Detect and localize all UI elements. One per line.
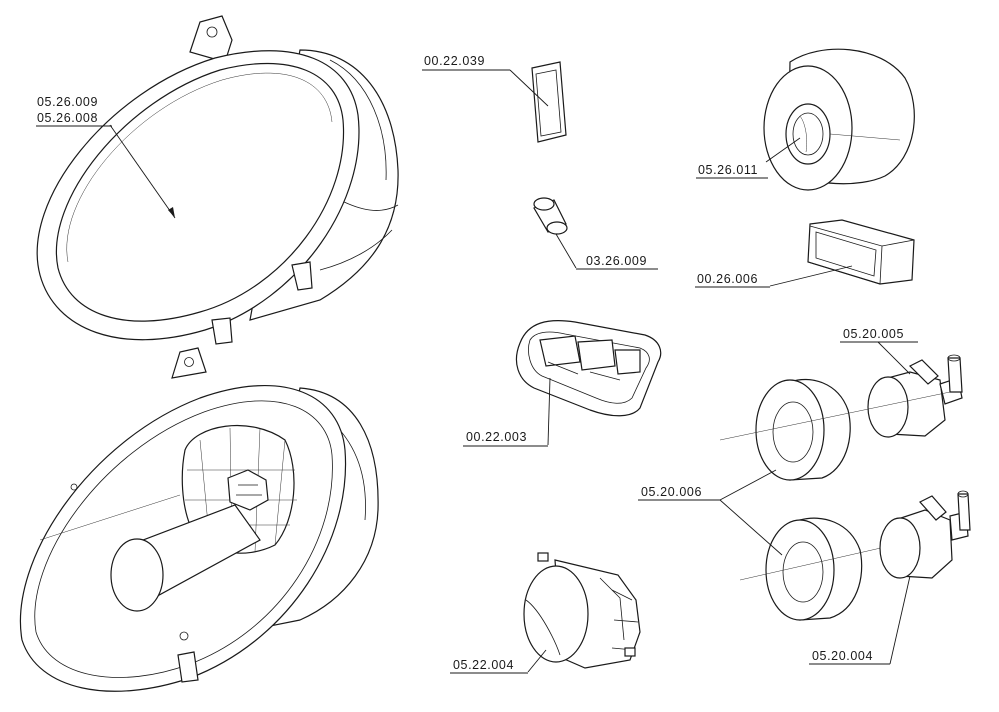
fog-ring-lower-drawing	[739, 517, 961, 621]
plate-lamp-drawing	[769, 219, 915, 287]
tray-switch-drawing	[515, 320, 662, 446]
lower-headlamp-drawing	[19, 347, 379, 692]
label-fog-housing: 05.20.005	[843, 327, 904, 341]
label-switch-small: 00.22.039	[424, 54, 485, 68]
label-bulb: 03.26.009	[586, 254, 647, 268]
label-fog-housing-lower: 05.20.004	[812, 649, 873, 663]
upper-headlamp-drawing	[36, 15, 399, 345]
label-plate-lamp: 00.26.006	[697, 272, 758, 286]
label-fog-ring: 05.20.006	[641, 485, 702, 499]
label-round-lamp: 05.26.011	[698, 163, 758, 177]
label-fog-lamp-round: 05.22.004	[453, 658, 514, 672]
fog-housing-upper-drawing	[867, 341, 963, 438]
round-lamp-drawing	[763, 48, 915, 191]
label-headlamp-lens-b: 05.26.008	[37, 111, 98, 125]
labels: 05.26.009 05.26.008 00.22.039 05.26.011 …	[36, 54, 918, 674]
fog-ring-upper-drawing	[719, 378, 951, 481]
leader-fog-ring-upper	[719, 469, 777, 501]
leader-fog-ring-lower	[719, 499, 783, 556]
switch-small-drawing	[509, 61, 567, 143]
bulb-drawing	[533, 197, 577, 269]
label-headlamp-lens-a: 05.26.009	[37, 95, 98, 109]
fog-housing-lower-drawing	[879, 490, 971, 665]
fog-lamp-round-drawing	[523, 552, 641, 673]
label-tray-switch: 00.22.003	[466, 430, 527, 444]
